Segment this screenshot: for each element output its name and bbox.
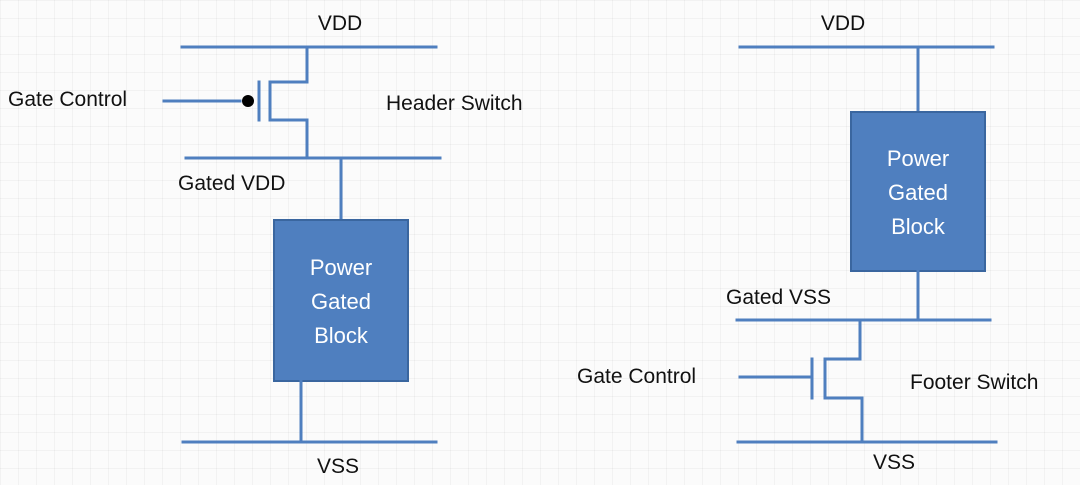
footer-gate-control-label: Gate Control <box>577 365 696 388</box>
header-block-label-line-2: Gated <box>311 289 371 314</box>
header-gate-control-label: Gate Control <box>8 88 127 111</box>
footer-block-label-line-2: Gated <box>888 180 948 205</box>
gated-vss-label: Gated VSS <box>726 286 831 309</box>
header-pmos-transistor <box>162 45 309 160</box>
footer-vdd-label: VDD <box>821 12 865 35</box>
header-switch-label: Header Switch <box>386 92 523 115</box>
header-switch-circuit: VDD Gate Control Header Switch Gated VDD… <box>8 12 523 478</box>
header-vdd-label: VDD <box>318 12 362 35</box>
footer-switch-circuit: VDD Power Gated Block Gated VSS Gate Con… <box>577 12 1038 474</box>
header-block-label-line-1: Power <box>310 255 372 280</box>
header-block-label-line-3: Block <box>314 323 369 348</box>
footer-block-label-line-1: Power <box>887 146 949 171</box>
header-power-gated-block: Power Gated Block <box>273 219 409 382</box>
header-transistor-channel <box>268 45 309 160</box>
footer-transistor-channel <box>823 318 864 444</box>
footer-power-gated-block: Power Gated Block <box>850 111 986 272</box>
gated-vdd-label: Gated VDD <box>178 172 285 195</box>
footer-switch-label: Footer Switch <box>910 371 1038 394</box>
header-vss-label: VSS <box>317 455 359 478</box>
footer-nmos-transistor <box>738 318 864 444</box>
header-block-rect <box>273 219 409 382</box>
header-gate-inversion-bubble <box>242 95 254 107</box>
footer-vss-label: VSS <box>873 451 915 474</box>
footer-block-label-line-3: Block <box>891 214 946 239</box>
